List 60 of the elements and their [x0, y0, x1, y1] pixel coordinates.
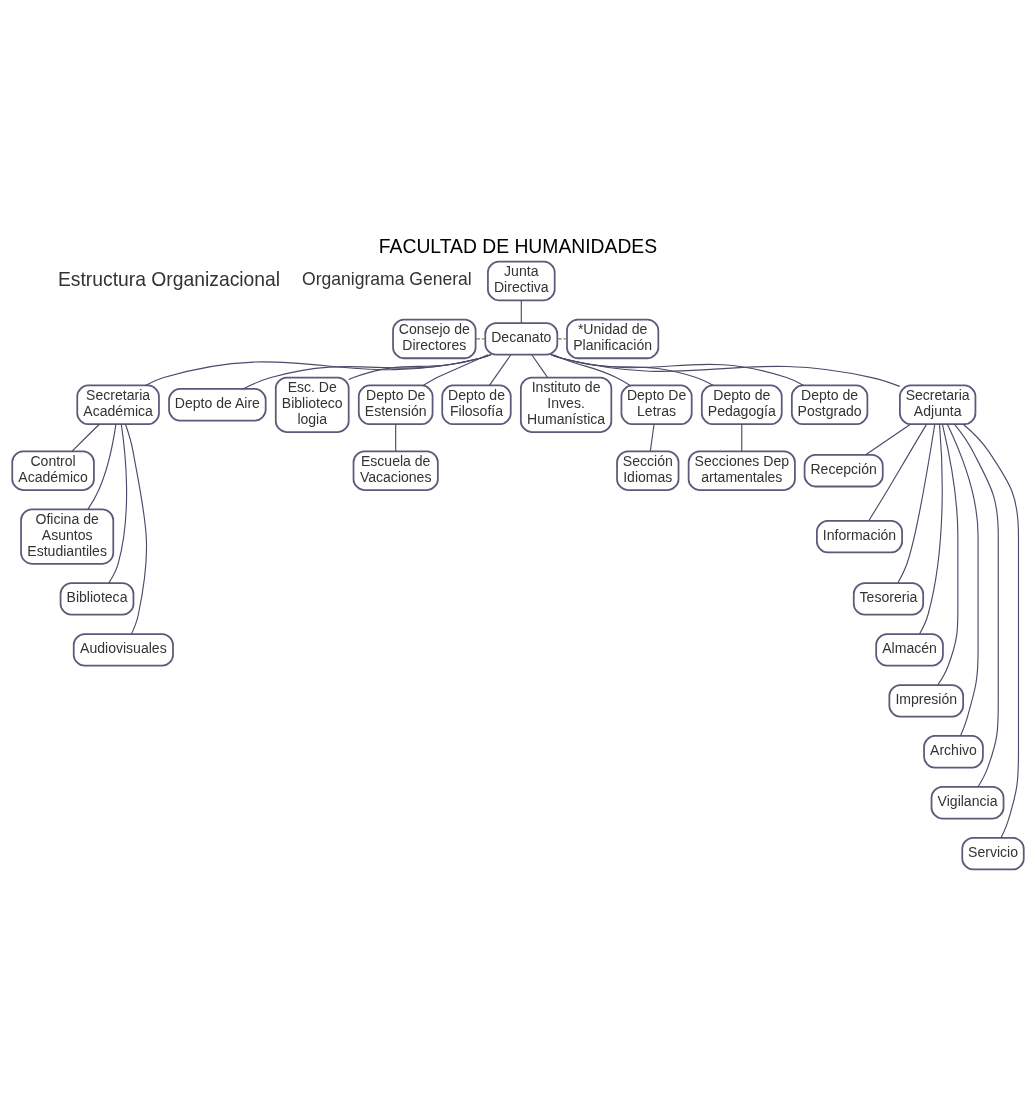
connector: [953, 423, 999, 787]
label: Organigrama General: [302, 268, 472, 289]
connector: [897, 423, 936, 583]
connector: [395, 423, 397, 452]
connector: [124, 423, 148, 634]
node-box: Secciones Departamentales: [687, 450, 796, 491]
node-box: Depto De Letras: [620, 384, 693, 425]
connector: [865, 423, 912, 455]
connector: [946, 423, 979, 736]
node-box: Secretaria Adjunta: [899, 384, 977, 425]
diagram-title: FACULTAD DE HUMANIDADES: [378, 234, 658, 256]
connector: [551, 353, 715, 386]
node-box: Depto de Pedagogía: [700, 384, 783, 425]
connector: [937, 423, 959, 686]
node-box: Biblioteca: [59, 581, 135, 616]
node-box: Tesoreria: [852, 581, 925, 616]
node-box: Decanato: [484, 321, 559, 356]
connector: [488, 353, 512, 386]
node-box: Junta Directiva: [487, 260, 556, 301]
node-box: Instituto de Inves. Humanística: [519, 376, 613, 433]
connector: [552, 353, 631, 386]
node-box: Depto De Estensión: [357, 384, 434, 425]
node-box: Vigilancia: [930, 785, 1005, 819]
connector: [87, 423, 117, 510]
node-box: Oficina de Asuntos Estudiantiles: [20, 507, 115, 565]
node-box: Control Académico: [11, 450, 95, 491]
connector: [649, 423, 655, 452]
node-box: Secretaria Académica: [76, 384, 160, 425]
node-box: Depto de Postgrado: [790, 384, 869, 425]
node-box: Recepción: [803, 453, 884, 487]
connector: [556, 337, 568, 339]
connector: [242, 353, 492, 389]
connector: [348, 353, 491, 380]
node-box: Sección Idiomas: [616, 450, 680, 491]
connector: [962, 423, 1020, 838]
connector: [741, 423, 743, 452]
connector: [520, 299, 522, 323]
connector: [531, 353, 549, 378]
connector: [868, 423, 928, 521]
connector: [550, 353, 805, 386]
node-box: Servicio: [961, 836, 1025, 870]
node-box: Impresión: [888, 683, 964, 717]
node-box: Archivo: [923, 734, 984, 768]
node-box: Depto de Filosofía: [441, 384, 512, 425]
label: Estructura Organizacional: [57, 268, 281, 290]
connector: [550, 353, 901, 387]
node-box: Escuela de Vacaciones: [352, 450, 439, 491]
node-box: *Unidad de Planificación: [566, 318, 660, 359]
connector: [918, 423, 943, 634]
connector: [475, 337, 486, 339]
connector: [423, 353, 489, 386]
node-box: Esc. De Biblioteco logia: [274, 376, 350, 433]
connector: [108, 423, 128, 583]
node-box: Consejo de Directores: [392, 318, 477, 359]
node-box: Depto de Aire: [168, 387, 267, 421]
node-box: Información: [816, 519, 903, 553]
node-box: Almacén: [875, 632, 944, 667]
connector: [71, 423, 100, 452]
node-box: Audiovisuales: [72, 632, 174, 667]
connector: [144, 353, 492, 386]
